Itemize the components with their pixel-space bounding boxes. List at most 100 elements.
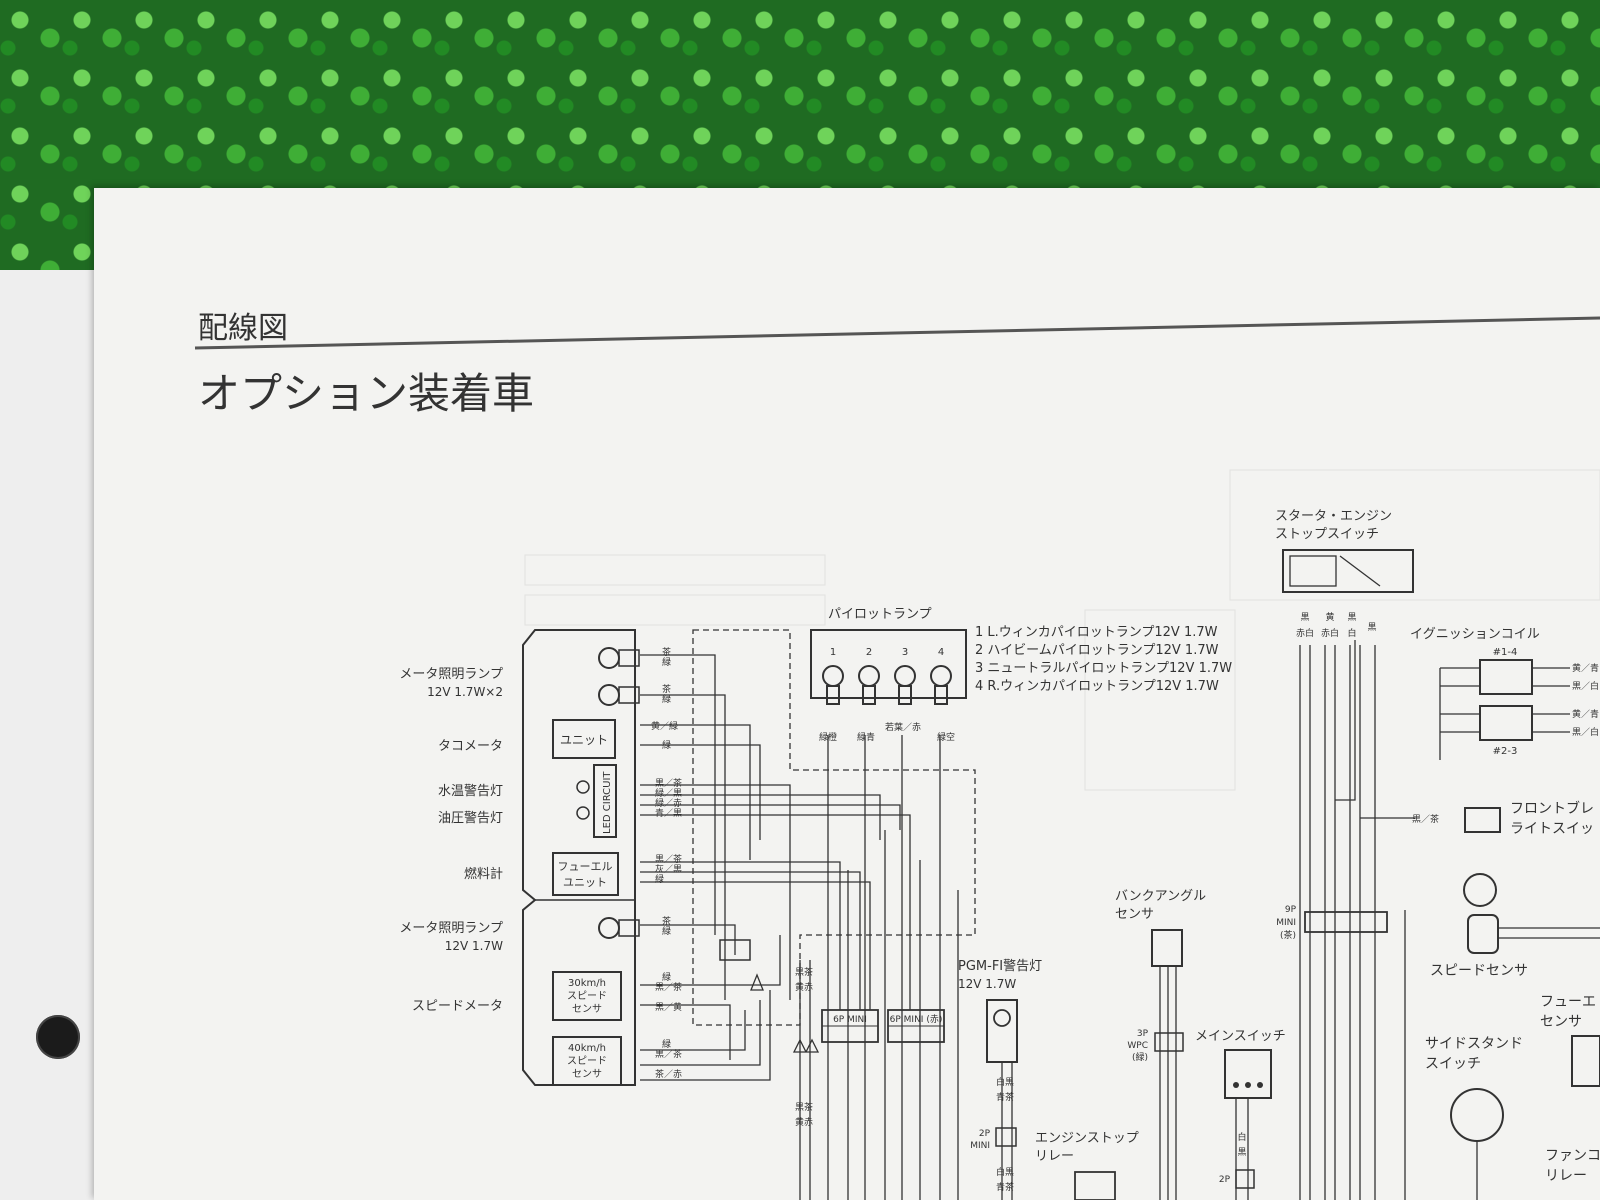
tacho-unit-box [552, 719, 616, 759]
tachometer-label: タコメータ [438, 739, 503, 754]
wire-label: 緑／赤 [655, 797, 682, 809]
wiring-diagram: 配線図 オプション装着車 ユニット LED CIRCUIT フューエル ユニット [194, 311, 1600, 1200]
led-circuit-box [593, 764, 617, 838]
connector-label: MINI [1276, 918, 1296, 928]
pilot-legend-item: 2 ハイビームパイロットランプ12V 1.7W [975, 643, 1219, 658]
wire-label: 黄赤 [795, 1116, 813, 1128]
pilot-wire-label: 緑青 [857, 731, 875, 743]
wire-label: 茶 [662, 915, 671, 927]
meter-labels: メータ照明ランプ 12V 1.7W×2 タコメータ 水温警告灯 油圧警告灯 燃料… [399, 667, 503, 1014]
9p-mini-connector [1304, 911, 1388, 933]
connector-label: 6P MINI (赤) [890, 1014, 943, 1025]
pilot-legend-item: 1 L.ウィンカパイロットランプ12V 1.7W [975, 625, 1218, 640]
pilot-lamp-label: パイロットランプ [828, 607, 932, 622]
wire-label: 青／黒 [655, 807, 682, 819]
front-brake-label: ライトスイッ [1510, 821, 1594, 837]
meter-lamp-bottom-spec: 12V 1.7W [445, 939, 503, 953]
pilot-number: 4 [938, 647, 944, 658]
speed-sensor-30-box [552, 971, 622, 1021]
wire-label: 緑 [662, 925, 671, 937]
fuel-gauge-label: 燃料計 [464, 866, 503, 882]
speed-sensor-30-label: センサ [572, 1003, 602, 1015]
right-harness [1299, 640, 1415, 1200]
ignition-coils: イグニッションコイル #1-4 #2-3 黄／青 黒／白 黄／青 黒／白 [1410, 627, 1599, 760]
wire-label: 黒 [1347, 612, 1356, 623]
connector-label: WPC [1127, 1041, 1148, 1051]
pilot-lamp-block: パイロットランプ 1 2 3 4 緑橙 緑青 若葉／赤 緑空 [810, 607, 967, 743]
starter-switch-label: ストップスイッチ [1275, 527, 1379, 542]
dashed-harness-box [692, 629, 976, 1026]
fuel-unit-box [552, 852, 619, 896]
pilot-wire-label: 緑橙 [819, 731, 837, 743]
wire-label: 黒／茶 [1412, 813, 1439, 825]
wire-label: 青茶 [996, 1181, 1014, 1193]
wire-label: 白黒 [996, 1076, 1014, 1088]
6p-mini-connector: 6P MINI [821, 1009, 879, 1043]
bank-angle-sensor: バンクアングル センサ 3P WPC (緑) [1115, 889, 1206, 1200]
6p-mini-red-connector: 6P MINI (赤) [887, 1009, 945, 1043]
connector-label: 6P MINI [833, 1015, 867, 1025]
wire-label: 白黒 [996, 1166, 1014, 1178]
wire-label: 緑 [662, 693, 671, 705]
meter-lamp-bottom-label: メータ照明ランプ [399, 921, 503, 936]
wire-label: 黄／青 [1572, 708, 1599, 720]
wire-label: 緑 [662, 656, 671, 668]
pgmfi-spec: 12V 1.7W [958, 977, 1016, 991]
wire-label: 黒茶 [795, 1101, 813, 1113]
fuel-unit-label-1: フューエル [558, 860, 613, 873]
manual-page: 配線図 オプション装着車 ユニット LED CIRCUIT フューエル ユニット [94, 188, 1600, 1200]
speed-sensor-30-label: 30km/h [568, 978, 606, 989]
page-subtitle: オプション装着車 [198, 369, 534, 418]
engine-stop-relay-box [1074, 1171, 1116, 1200]
connector-label: (茶) [1280, 929, 1296, 941]
bank-angle-label: バンクアングル [1115, 889, 1206, 904]
led-circuit-label: LED CIRCUIT [602, 771, 613, 834]
pilot-number: 2 [866, 647, 872, 658]
wire-label: 灰／黒 [655, 863, 682, 875]
cluster-wire-labels: 茶 緑 茶 緑 黄／緑 緑 黒／茶 緑／黒 緑／赤 青／黒 黒／茶 灰／黒 緑 … [651, 646, 682, 1080]
wire-label: 黒 [1300, 612, 1309, 623]
fan-relay-label: リレー [1545, 1168, 1587, 1184]
diode-icon [792, 1038, 820, 1053]
coil-label: #1-4 [1493, 647, 1518, 658]
ignition-coil-label: イグニッションコイル [1410, 627, 1540, 642]
main-switch: メインスイッチ 白 黒 2P [1195, 1029, 1286, 1200]
connector-label: MINI [970, 1141, 990, 1151]
meter-lamp-top-spec: 12V 1.7W×2 [427, 685, 503, 699]
ghost-print [524, 469, 1600, 791]
wire-label: 白 [1237, 1131, 1246, 1143]
title-rule [194, 316, 1600, 350]
engine-stop-relay-label: エンジンストップ [1035, 1131, 1139, 1146]
wire-label: 黄 [1325, 611, 1334, 623]
engine-stop-relay-label: リレー [1035, 1149, 1074, 1164]
wire-label: 黒 [1367, 622, 1376, 633]
wire-label: 茶 [662, 646, 671, 658]
tacho-unit-label: ユニット [560, 733, 608, 747]
fuel-sensor-box [1571, 1035, 1600, 1087]
wire-label: 茶／赤 [655, 1068, 682, 1080]
wire-label: 黒／茶 [655, 777, 682, 789]
wire-label: 黒／白 [1572, 726, 1599, 738]
wire-label: 黒 [1237, 1147, 1246, 1158]
front-brake-label: フロントブレ [1510, 800, 1594, 817]
wire-label: 白 [1347, 627, 1356, 639]
wire-label: 緑 [662, 971, 671, 983]
speed-sensor-40-label: センサ [572, 1068, 602, 1080]
connector-label: 3P [1137, 1029, 1149, 1039]
pgmfi-label: PGM-FI警告灯 [958, 958, 1042, 974]
pgmfi-warning-lamp: PGM-FI警告灯 12V 1.7W 白黒 青茶 2P MINI 白黒 青茶 [958, 958, 1042, 1200]
fuel-unit-label-2: ユニット [563, 876, 607, 889]
wire-label: 赤白 [1321, 627, 1339, 639]
side-stand-switch: サイドスタンド スイッチ [1425, 1036, 1523, 1200]
wire-label: 緑／黒 [655, 787, 682, 799]
wire-label: 黒／茶 [655, 981, 682, 993]
starter-switch-label: スタータ・エンジン [1275, 509, 1392, 524]
starter-engine-stop-switch: スタータ・エンジン ストップスイッチ 黒 赤白 黄 赤白 黒 白 黒 [1275, 509, 1414, 639]
speed-sensor-right: スピードセンサ [1430, 873, 1600, 979]
side-stand-label: スイッチ [1425, 1056, 1481, 1072]
front-brake-switch: フロントブレ ライトスイッ 黒／茶 [1412, 800, 1594, 837]
bank-angle-label: センサ [1115, 907, 1154, 922]
diode-icon [750, 973, 764, 991]
coil-label: #2-3 [1493, 746, 1518, 757]
wire-label: 黒／黄 [655, 1001, 682, 1013]
